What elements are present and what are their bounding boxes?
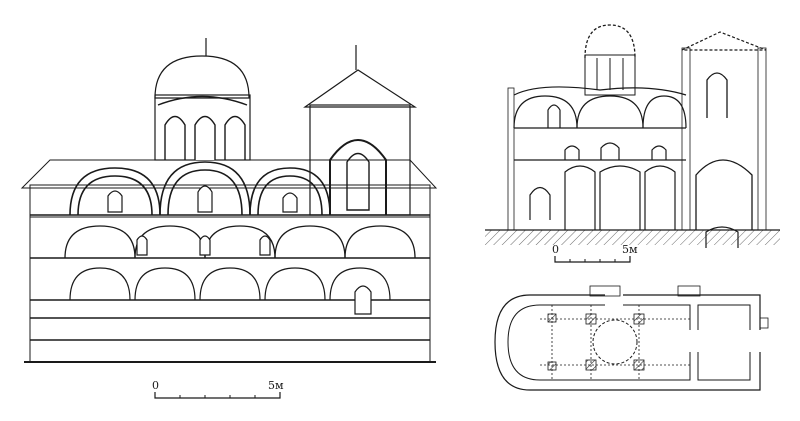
facade-scale-bar: 0 5м (152, 379, 284, 399)
plan-openings (605, 294, 761, 352)
section-wall (757, 47, 767, 231)
facade-window (199, 235, 211, 256)
section-dome (584, 24, 636, 59)
facade-bands (30, 214, 430, 341)
plan-buttress (677, 285, 701, 297)
tower-window (346, 152, 370, 211)
section-vaults (513, 86, 687, 161)
facade-windows (107, 185, 372, 315)
section-interior-arches (529, 104, 676, 230)
plan-narthex (697, 304, 751, 381)
facade-roof (20, 159, 438, 189)
plan-buttress (589, 285, 621, 297)
facade-window (282, 192, 298, 213)
dome-cap (154, 55, 250, 99)
section-wall (681, 47, 691, 231)
facade-window (259, 235, 271, 256)
section-scale-bar: 0 5м (552, 243, 638, 263)
tower-arch (329, 139, 387, 215)
church-floor-plan (494, 285, 769, 391)
section-tower-window (706, 72, 728, 118)
facade-upper-wall (29, 184, 431, 218)
plan-buttress (759, 317, 769, 329)
section-drum (584, 54, 636, 96)
plan-naos (507, 304, 691, 381)
facade-window (354, 285, 372, 315)
tower-roof (303, 69, 418, 108)
facade-window (107, 190, 123, 213)
facade-scale-five: 5м (268, 379, 284, 392)
facade-lower-arches (69, 267, 391, 301)
section-scale-zero: 0 (552, 243, 559, 256)
facade-scale-zero: 0 (152, 379, 159, 392)
section-narthex-arch (695, 159, 753, 230)
section-crypt-arch (705, 226, 739, 248)
plan-dome-outline (592, 319, 638, 365)
facade-upper-arches (69, 161, 331, 216)
facade-window (197, 185, 213, 213)
plan-outer-wall (494, 294, 761, 391)
section-wall (507, 87, 515, 231)
church-longitudinal-section: 0 5м (485, 24, 780, 263)
section-scale-five: 5м (622, 243, 638, 256)
section-tower-roof (681, 31, 767, 51)
church-facade-elevation: 0 5м (20, 38, 438, 399)
dome-windows (157, 95, 248, 160)
facade-window (136, 235, 148, 256)
plan-vault-lines (540, 305, 690, 380)
plan-piers (547, 313, 645, 371)
bell-tower (309, 104, 411, 216)
facade-middle-arches (64, 225, 416, 259)
